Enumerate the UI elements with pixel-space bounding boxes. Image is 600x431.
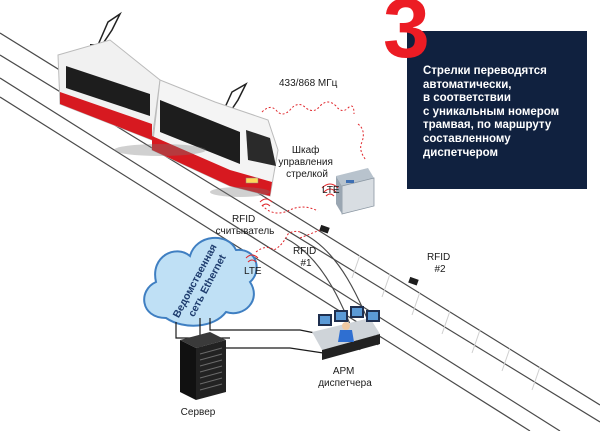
sleepers — [351, 254, 541, 391]
tram — [57, 11, 279, 197]
radio-signal-wave — [261, 101, 355, 115]
server-label: Сервер — [181, 407, 216, 418]
rfid-reader-label: RFID считыватель — [216, 214, 275, 237]
info-text-line: в соответствии — [423, 92, 511, 105]
radio-frequency-label: 433/868 МГц — [279, 78, 338, 89]
lte-label: LTE — [244, 266, 262, 277]
dispatcher-workstation — [312, 306, 380, 360]
wifi-icon — [259, 198, 273, 207]
wifi-icon — [245, 254, 259, 263]
server-rack — [180, 332, 226, 400]
step-number: 3 — [383, 0, 430, 75]
info-text-line: Стрелки переводятся — [423, 65, 547, 77]
info-text-line: составленному — [423, 132, 511, 145]
rfid-2-label: RFID #2 — [427, 252, 453, 275]
info-text: Стрелки переводятся автоматически, в соо… — [423, 65, 583, 160]
lte-label: LTE — [322, 185, 340, 196]
info-panel: Стрелки переводятся автоматически, в соо… — [407, 31, 587, 189]
cabinet-label: Шкаф управления стрелкой — [278, 144, 335, 180]
rfid-tag-1 — [319, 224, 330, 234]
info-text-line: с уникальным номером — [423, 105, 560, 118]
rfid-1-label: RFID #1 — [293, 246, 319, 269]
info-text-line: диспетчером — [423, 146, 499, 159]
info-text-line: трамвая, по маршруту — [423, 119, 552, 132]
switch-cabinet — [336, 168, 375, 215]
rail-line — [0, 77, 561, 431]
rail-line — [0, 96, 531, 431]
wifi-icon — [321, 183, 339, 197]
dispatcher-label: АРМ диспетчера — [318, 366, 372, 389]
rfid-tag-2 — [408, 276, 419, 286]
info-text-line: автоматически, — [423, 78, 512, 91]
ethernet-cloud — [143, 236, 258, 327]
